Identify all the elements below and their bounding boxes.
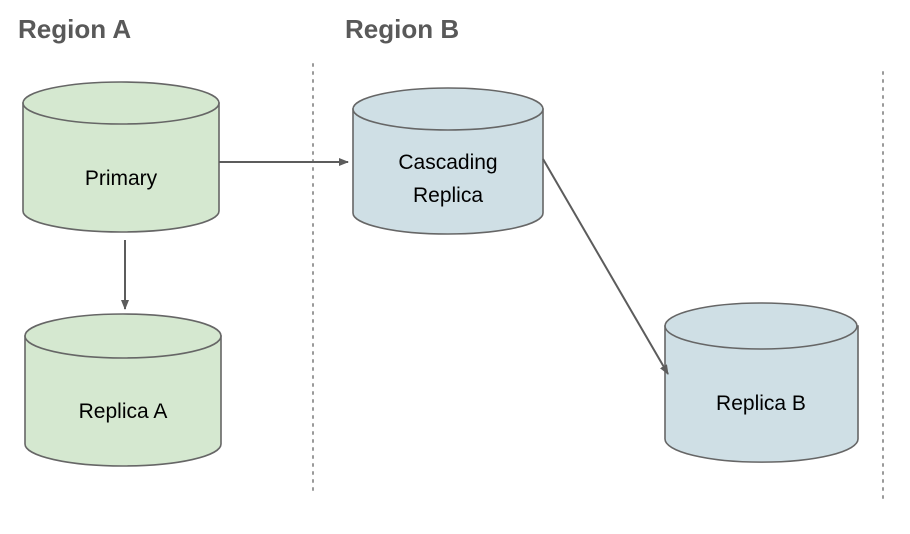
primary-cylinder-body bbox=[22, 102, 220, 233]
region-dividers bbox=[312, 63, 884, 501]
replica-b-cylinder-top bbox=[664, 302, 858, 350]
node-primary[interactable]: Primary bbox=[22, 81, 220, 233]
replica-a-cylinder-body bbox=[24, 335, 222, 467]
region-b-label: Region B bbox=[345, 14, 459, 44]
replica-b-label: Replica B bbox=[716, 392, 806, 415]
edge-cascading-replica-to-replica-b bbox=[542, 158, 669, 375]
diagram-edges bbox=[121, 158, 669, 375]
cascading-replica-cylinder-body bbox=[352, 108, 544, 235]
primary-cylinder-top bbox=[22, 81, 220, 125]
node-replica-a[interactable]: Replica A bbox=[24, 313, 222, 467]
replica-a-cylinder-top bbox=[24, 313, 222, 359]
cascading-replica-cylinder-top bbox=[352, 87, 544, 131]
cascading-replica-label-line-1: Cascading bbox=[398, 151, 497, 174]
node-replica-b[interactable]: Replica B bbox=[664, 302, 859, 463]
cascading-replica-label-line-2: Replica bbox=[413, 184, 483, 207]
primary-label: Primary bbox=[85, 167, 158, 190]
node-cascading-replica[interactable]: Cascading Replica bbox=[352, 87, 544, 235]
region-a-label: Region A bbox=[18, 14, 131, 44]
replica-b-cylinder-body bbox=[664, 325, 859, 463]
replica-a-label: Replica A bbox=[79, 400, 168, 423]
